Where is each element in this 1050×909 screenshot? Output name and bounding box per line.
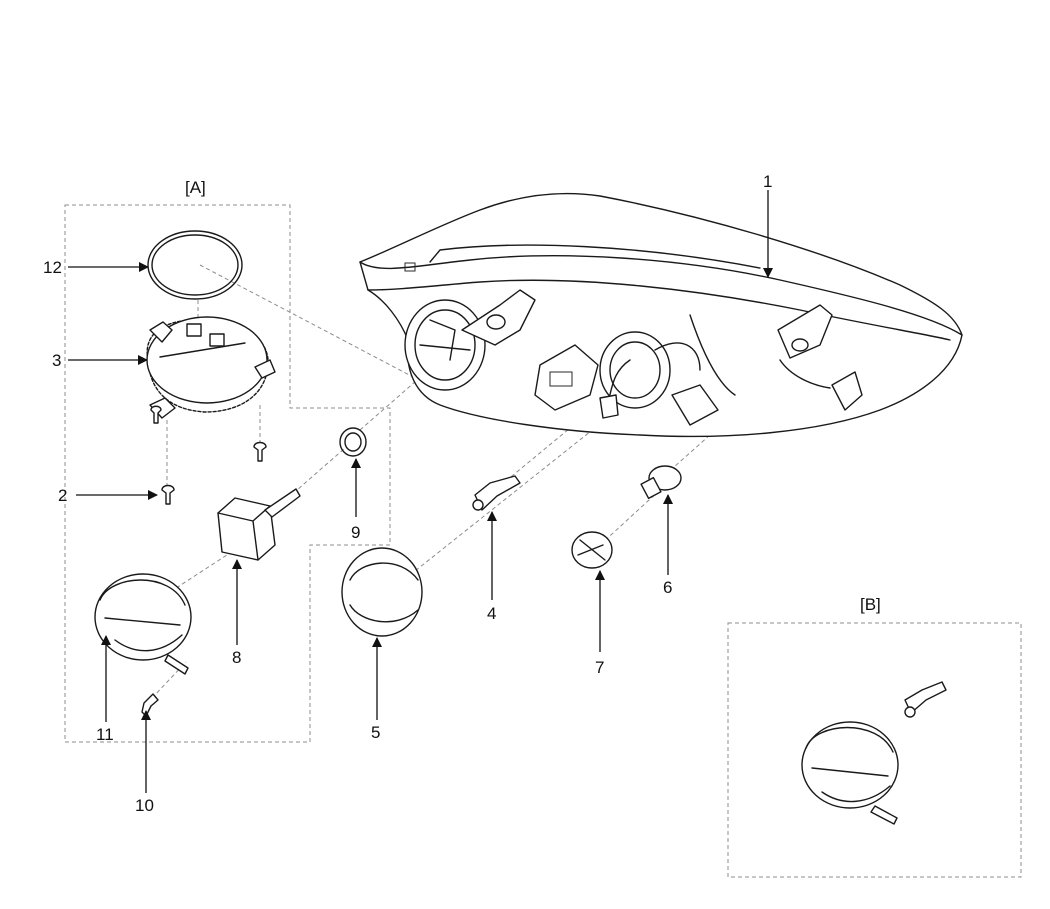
cover-cap-part	[341, 547, 423, 637]
dust-cap-part	[94, 573, 192, 675]
detail-label-a: [A]	[185, 178, 206, 197]
bulb-part-4	[472, 475, 521, 511]
callout-2: 2	[58, 486, 67, 505]
detail-b-bulb	[904, 681, 947, 718]
detail-label-b: [B]	[860, 595, 881, 614]
detail-b-dust-cap	[801, 721, 899, 825]
callout-5: 5	[371, 723, 380, 742]
ballast-base-part	[146, 316, 276, 419]
callout-4: 4	[487, 604, 496, 623]
screw-part-ballast	[150, 405, 267, 462]
callout-10: 10	[135, 796, 154, 815]
screw-part-2	[161, 484, 175, 505]
callout-3: 3	[52, 351, 61, 370]
callout-11: 11	[96, 725, 114, 744]
callout-9: 9	[351, 523, 360, 542]
bulb-part-6	[640, 465, 682, 500]
screw-part-10	[141, 693, 159, 717]
callout-leaders	[68, 190, 773, 793]
headlamp-assembly	[359, 192, 963, 438]
bulb-socket-part	[571, 531, 613, 569]
callout-12: 12	[43, 258, 62, 277]
callout-6: 6	[663, 578, 672, 597]
igniter-module-part	[217, 488, 301, 561]
o-ring-part	[147, 230, 243, 300]
callout-1: 1	[763, 172, 772, 191]
callout-8: 8	[232, 648, 241, 667]
washer-part	[339, 427, 367, 457]
detail-box-b	[727, 622, 1022, 878]
detail-box-a	[64, 204, 391, 743]
callout-7: 7	[595, 658, 604, 677]
